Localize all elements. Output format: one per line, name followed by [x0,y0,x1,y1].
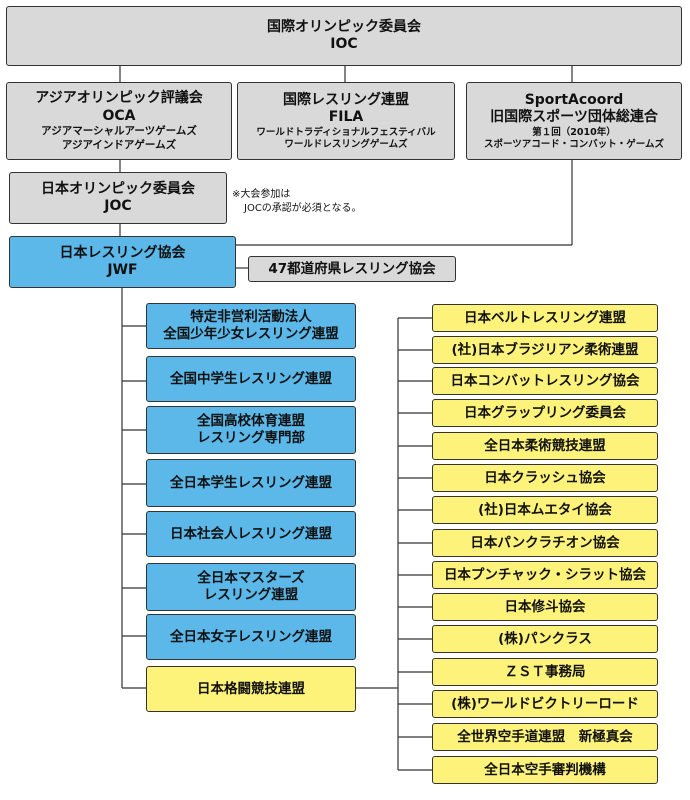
blue-org-box: 全国中学生レスリング連盟 [146,356,356,402]
ioc-name: 国際オリンピック委員会 [267,18,421,35]
jwf-box: 日本レスリング協会 JWF [9,236,236,288]
blue-org-label: 全国高校体育連盟 [197,413,305,430]
blue-org-label: 全日本学生レスリング連盟 [170,474,332,491]
fila-name: 国際レスリング連盟 [283,91,409,108]
fila-event-2: ワールドレスリングゲームズ [284,138,408,150]
oca-box: アジアオリンピック評議会 OCA アジアマーシャルアーツゲームズ アジアインドア… [6,82,232,160]
yellow-org-box: (社)日本ムエタイ協会 [432,496,658,524]
sportaccord-box: SportAcoord 旧国際スポーツ団体総連合 第１回（2010年） スポーツ… [466,82,682,160]
yellow-org-box: 全世界空手道連盟 新極真会 [432,723,658,751]
yellow-org-label: (社)日本ムエタイ協会 [478,501,612,518]
joc-note-line-2: JOCの承認が必須となる。 [244,202,362,214]
joc-note: ※大会参加は JOCの承認が必須となる。 [232,188,362,215]
yellow-org-box: ＺＳＴ事務局 [432,658,658,686]
jwf-abbr: JWF [107,262,138,278]
sportaccord-name: SportAcoord [524,91,624,108]
yellow-org-label: 全日本柔術競技連盟 [484,437,606,454]
blue-org-box: 特定非営利活動法人 全国少年少女レスリング連盟 [146,303,356,349]
blue-org-label: 日本社会人レスリング連盟 [170,525,332,542]
yellow-org-label: 全日本空手審判機構 [484,761,606,778]
jwf-name: 日本レスリング協会 [59,244,186,261]
yellow-org-label: 日本クラッシュ協会 [484,469,606,486]
sportaccord-event-2: スポーツアコード・コンバット・ゲームズ [483,138,665,150]
yellow-org-label: 日本ベルトレスリング連盟 [464,309,626,326]
yellow-org-label: (株)ワールドビクトリーロード [451,695,639,712]
oca-event-1: アジアマーシャルアーツゲームズ [41,125,197,138]
ioc-abbr: IOC [330,36,358,52]
ioc-box: 国際オリンピック委員会 IOC [6,6,682,66]
yellow-org-label: 日本コンバットレスリング協会 [450,372,640,389]
yellow-org-box: (株)ワールドビクトリーロード [432,690,658,718]
yellow-org-label: 日本パンクラチオン協会 [470,534,620,551]
yellow-org-label: (株)パンクラス [498,630,592,647]
yellow-org-box: 日本クラッシュ協会 [432,464,658,492]
prefectures-label: 47都道府県レスリング協会 [268,260,436,277]
blue-org-label: 全国少年少女レスリング連盟 [163,326,339,342]
fila-box: 国際レスリング連盟 FILA ワールドトラディショナルフェスティバル ワールドレ… [237,82,455,160]
prefectures-box: 47都道府県レスリング協会 [248,256,456,282]
yellow-org-label: 全世界空手道連盟 新極真会 [457,728,633,745]
blue-org-box: 日本社会人レスリング連盟 [146,511,356,557]
yellow-org-box: 日本グラップリング委員会 [432,399,658,427]
yellow-org-box: (株)パンクラス [432,625,658,653]
yellow-org-box: (社)日本ブラジリアン柔術連盟 [432,336,658,364]
yellow-org-label: (社)日本ブラジリアン柔術連盟 [451,341,639,358]
blue-org-label: 全日本女子レスリング連盟 [170,628,332,645]
yellow-org-box: 日本ベルトレスリング連盟 [432,304,658,332]
joc-abbr: JOC [104,198,132,214]
sportaccord-former-name: 旧国際スポーツ団体総連合 [490,109,658,126]
blue-org-label: レスリング専門部 [197,430,305,446]
oca-abbr: OCA [102,107,136,124]
yellow-org-box: 日本プンチャック・シラット協会 [432,561,658,589]
joc-name: 日本オリンピック委員会 [41,180,195,197]
kakuto-box: 日本格闘競技連盟 [146,666,356,712]
yellow-org-label: 日本プンチャック・シラット協会 [443,566,647,583]
blue-org-label: 全国中学生レスリング連盟 [170,370,332,387]
yellow-org-label: ＺＳＴ事務局 [504,663,586,680]
yellow-org-label: 日本グラップリング委員会 [464,404,626,421]
joc-box: 日本オリンピック委員会 JOC [9,172,227,224]
joc-note-line-1: ※大会参加は [232,189,291,200]
yellow-org-box: 日本コンバットレスリング協会 [432,367,658,395]
blue-org-box: 全日本学生レスリング連盟 [146,459,356,507]
blue-org-box: 全日本マスターズ レスリング連盟 [146,563,356,611]
yellow-org-box: 全日本空手審判機構 [432,756,658,784]
yellow-org-label: 日本修斗協会 [504,598,586,615]
blue-org-label: 全日本マスターズ [197,570,305,587]
fila-event-1: ワールドトラディショナルフェスティバル [256,126,436,138]
blue-org-label: レスリング連盟 [203,587,299,603]
oca-event-2: アジアインドアゲームズ [61,138,177,151]
yellow-org-box: 日本修斗協会 [432,593,658,621]
fila-abbr: FILA [328,109,364,126]
sportaccord-event-1: 第１回（2010年） [532,126,616,138]
blue-org-box: 全日本女子レスリング連盟 [146,614,356,660]
oca-name: アジアオリンピック評議会 [35,90,203,107]
yellow-org-box: 全日本柔術競技連盟 [432,432,658,460]
blue-org-label: 特定非営利活動法人 [190,309,312,326]
blue-org-box: 全国高校体育連盟 レスリング専門部 [146,406,356,454]
kakuto-label: 日本格闘競技連盟 [197,680,305,697]
yellow-org-box: 日本パンクラチオン協会 [432,529,658,557]
